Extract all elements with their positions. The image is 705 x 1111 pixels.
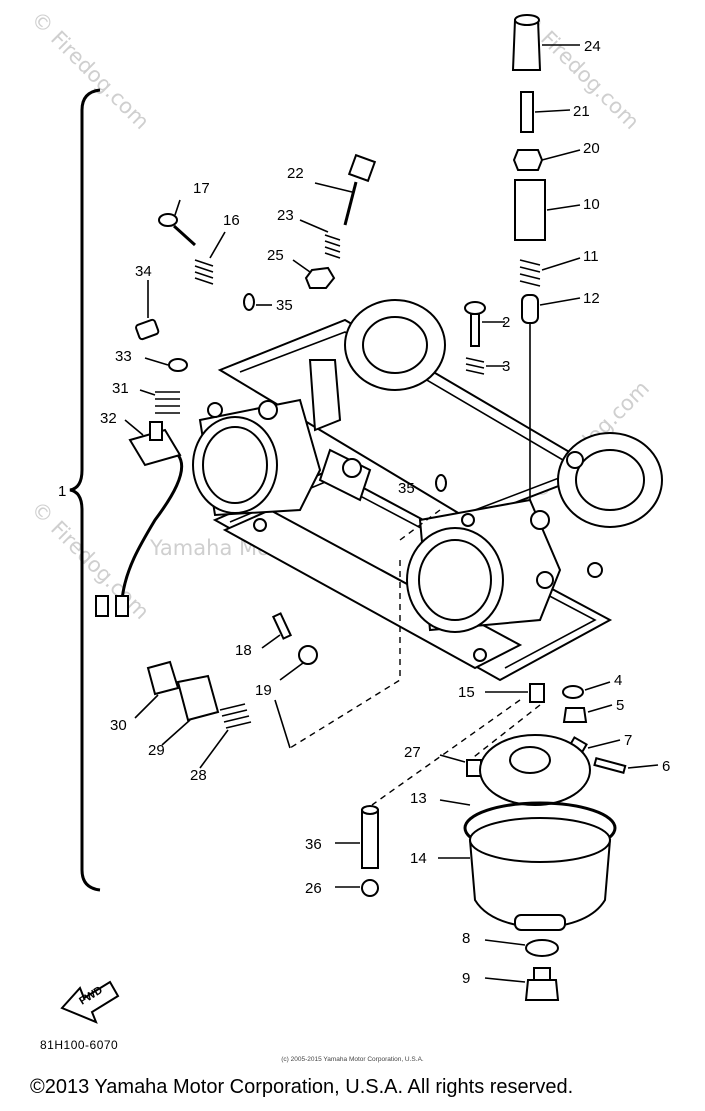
part-17-screw: [158, 199, 197, 247]
part-number: 6: [662, 758, 670, 775]
part-29-sleeve: [161, 674, 220, 746]
part-number: 20: [583, 140, 600, 157]
part-26-jet: [335, 879, 379, 897]
part-number: 24: [584, 38, 601, 55]
part-31-spring: [139, 389, 180, 414]
part-number: 22: [287, 165, 304, 182]
part-number: 9: [462, 970, 470, 987]
part-number: 17: [193, 180, 210, 197]
part-25-nut: [292, 259, 336, 289]
part-27-screw: [439, 754, 482, 777]
copyright-notice: ©2013 Yamaha Motor Corporation, U.S.A. A…: [30, 1076, 574, 1098]
part-number: 12: [583, 290, 600, 307]
part-number: 11: [583, 248, 599, 265]
small-copyright: (c) 2005-2015 Yamaha Motor Corporation, …: [281, 1056, 424, 1063]
part-number: 32: [100, 410, 117, 427]
carburetor-body: [192, 299, 663, 682]
part-4-washer: [562, 681, 611, 699]
part-number: 35: [276, 297, 293, 314]
part-23-spring: [299, 219, 341, 259]
part-5-screw: [562, 704, 613, 723]
part-number: 4: [614, 672, 622, 689]
watermark: © Firedog.com: [26, 497, 153, 624]
part-6-pin: [593, 756, 659, 774]
part-21-screw: [520, 91, 571, 133]
part-12-plunger: [521, 294, 581, 500]
part-2-screw: [464, 301, 505, 347]
part-3-spring: [465, 357, 505, 375]
part-number: 36: [305, 836, 322, 853]
part-number: 3: [502, 358, 510, 375]
part-20-nut: [512, 149, 581, 171]
part-number: 27: [404, 744, 421, 761]
part-number: 28: [190, 767, 207, 784]
part-24-cap: [511, 14, 580, 71]
float-assembly: [479, 734, 591, 806]
part-number: 30: [110, 717, 127, 734]
part-number: 19: [255, 682, 272, 699]
part-10-body: [514, 179, 581, 241]
diagram-reference-code: 81H100-6070: [40, 1038, 119, 1052]
part-number: 8: [462, 930, 470, 947]
part-number: 5: [616, 697, 624, 714]
part-15-jet: [485, 683, 545, 703]
part-number: 7: [624, 732, 632, 749]
part-number: 15: [458, 684, 475, 701]
watermark: © Firedog.com: [26, 7, 153, 134]
part-34-cap: [135, 280, 160, 341]
part-22-screw: [314, 153, 377, 226]
fwd-arrow-icon: FWD: [60, 980, 120, 1024]
part-number: 14: [410, 850, 427, 867]
part-number: 2: [502, 314, 510, 331]
part-33-washer: [144, 357, 188, 372]
part-36-jet-tube: [335, 805, 379, 869]
part-14-float-bowl: [438, 817, 612, 931]
part-number: 35: [398, 480, 415, 497]
part-number: 21: [573, 103, 590, 120]
part-number: 26: [305, 880, 322, 897]
part-16-spring: [194, 231, 226, 285]
part-number: 13: [410, 790, 427, 807]
part-number: 31: [112, 380, 129, 397]
part-number: 10: [583, 196, 600, 213]
part-number: 23: [277, 207, 294, 224]
part-19-nut: [279, 645, 318, 681]
part-18-pin: [261, 612, 293, 649]
part-number: 33: [115, 348, 132, 365]
part-32-fitting: [95, 419, 184, 617]
part-11-spring: [519, 257, 581, 287]
part-28-spring: [199, 703, 252, 769]
part-number: 18: [235, 642, 252, 659]
part-35-plug: [243, 293, 272, 311]
part-label: 1: [58, 483, 66, 500]
part-9-plug: [484, 967, 560, 1001]
part-35-plug-lower: [435, 474, 447, 492]
assembly-bracket: 1: [58, 88, 101, 892]
part-number: 25: [267, 247, 284, 264]
part-8-washer: [484, 939, 559, 957]
part-number: 29: [148, 742, 165, 759]
part-number: 34: [135, 263, 152, 280]
part-30-sleeve: [134, 660, 180, 719]
assembly-lines: [274, 509, 541, 806]
part-number-labels: 24 21 20 10 11 12 2 3 22 23 25 17 16 34 …: [100, 38, 670, 987]
part-number: 16: [223, 212, 240, 229]
